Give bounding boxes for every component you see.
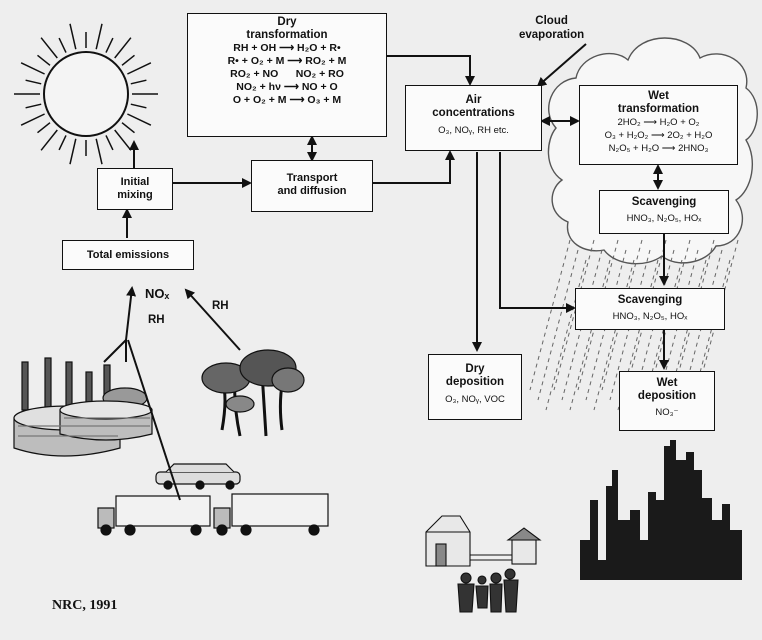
rain-streak	[569, 259, 611, 411]
cloud-evaporation-label: Cloud evaporation	[519, 15, 585, 41]
scavenging-cloud-title: Scavenging	[631, 196, 697, 208]
wet-reaction: N₂O₅ + H₂O ⟶ 2HNO₃	[608, 143, 709, 154]
citation: NRC, 1991	[52, 598, 118, 613]
vehicles-icon	[97, 463, 329, 536]
farm-icon	[425, 515, 542, 613]
scavenging-cloud-species: HNO₃, N₂O₅, HOₓ	[626, 213, 702, 224]
rain-streak	[553, 239, 595, 391]
wet-transformation-title: Wet transformation	[617, 90, 700, 115]
rain-streak	[585, 249, 627, 401]
rain-streak	[609, 249, 651, 401]
dry-deposition-box: Dry deposition O₃, NOᵧ, VOC	[428, 354, 522, 420]
nox-label: NOₓ	[145, 286, 170, 301]
wet-deposition-box: Wet deposition NO₃⁻	[619, 371, 715, 431]
rh-right-label: RH	[212, 300, 229, 312]
rain-streak	[649, 239, 691, 391]
rain-streak	[625, 239, 667, 391]
city-skyline-icon	[580, 440, 742, 580]
air-concentrations-box: Air concentrations O₃, NOᵧ, RH etc.	[405, 85, 542, 151]
trees-icon	[201, 349, 305, 437]
scavenging-rain-species: HNO₃, N₂O₅, HOₓ	[612, 311, 688, 322]
flow-arrows	[103, 43, 669, 501]
wet-transformation-box: Wet transformation 2HO₂ ⟶ H₂O + O₂ O₃ + …	[579, 85, 738, 165]
scavenging-rain-box: Scavenging HNO₃, N₂O₅, HOₓ	[575, 288, 725, 330]
total-emissions-box: Total emissions	[62, 240, 194, 270]
dry-reaction: O + O₂ + M ⟶ O₃ + M	[232, 94, 342, 106]
air-concentrations-species: O₃, NOᵧ, RH etc.	[438, 125, 509, 136]
rain-streak	[697, 239, 739, 391]
rain-streak	[593, 259, 635, 411]
sun-icon	[14, 23, 158, 165]
rain-streak	[577, 239, 619, 391]
dry-deposition-title: Dry deposition	[445, 363, 505, 388]
rain-streak	[601, 239, 643, 391]
transport-diffusion-box: Transport and diffusion	[251, 160, 373, 212]
dry-reaction: RH + OH ⟶ H₂O + R•	[233, 42, 341, 54]
wet-reaction: 2HO₂ ⟶ H₂O + O₂	[617, 117, 700, 128]
dry-deposition-species: O₃, NOᵧ, VOC	[445, 394, 505, 405]
air-concentrations-title: Air concentrations	[432, 94, 515, 119]
wet-reaction: O₃ + H₂O₂ ⟶ 2O₂ + H₂O	[604, 130, 713, 141]
factory-icon	[13, 357, 153, 457]
rain-streak	[545, 259, 587, 411]
wet-deposition-species: NO₃⁻	[655, 407, 679, 418]
dry-reaction: NO₂ + hν ⟶ NO + O	[236, 81, 338, 93]
wet-deposition-title: Wet deposition	[637, 377, 697, 402]
dry-reaction: RO₂ + NO NO₂ + RO	[230, 68, 344, 80]
rain-streak	[673, 239, 715, 391]
dry-reaction: R• + O₂ + M ⟶ RO₂ + M	[227, 55, 347, 67]
scavenging-rain-title: Scavenging	[617, 294, 683, 306]
rh-left-label: RH	[148, 314, 165, 326]
scavenging-cloud-box: Scavenging HNO₃, N₂O₅, HOₓ	[599, 190, 729, 234]
rain-streak	[529, 239, 571, 391]
dry-transformation-box: Dry transformation RH + OH ⟶ H₂O + R• R•…	[187, 13, 387, 137]
initial-mixing-box: Initial mixing	[97, 168, 173, 210]
rain-streak	[537, 249, 579, 401]
dry-transformation-title: Dry transformation	[246, 16, 328, 41]
rain-streak	[561, 249, 603, 401]
